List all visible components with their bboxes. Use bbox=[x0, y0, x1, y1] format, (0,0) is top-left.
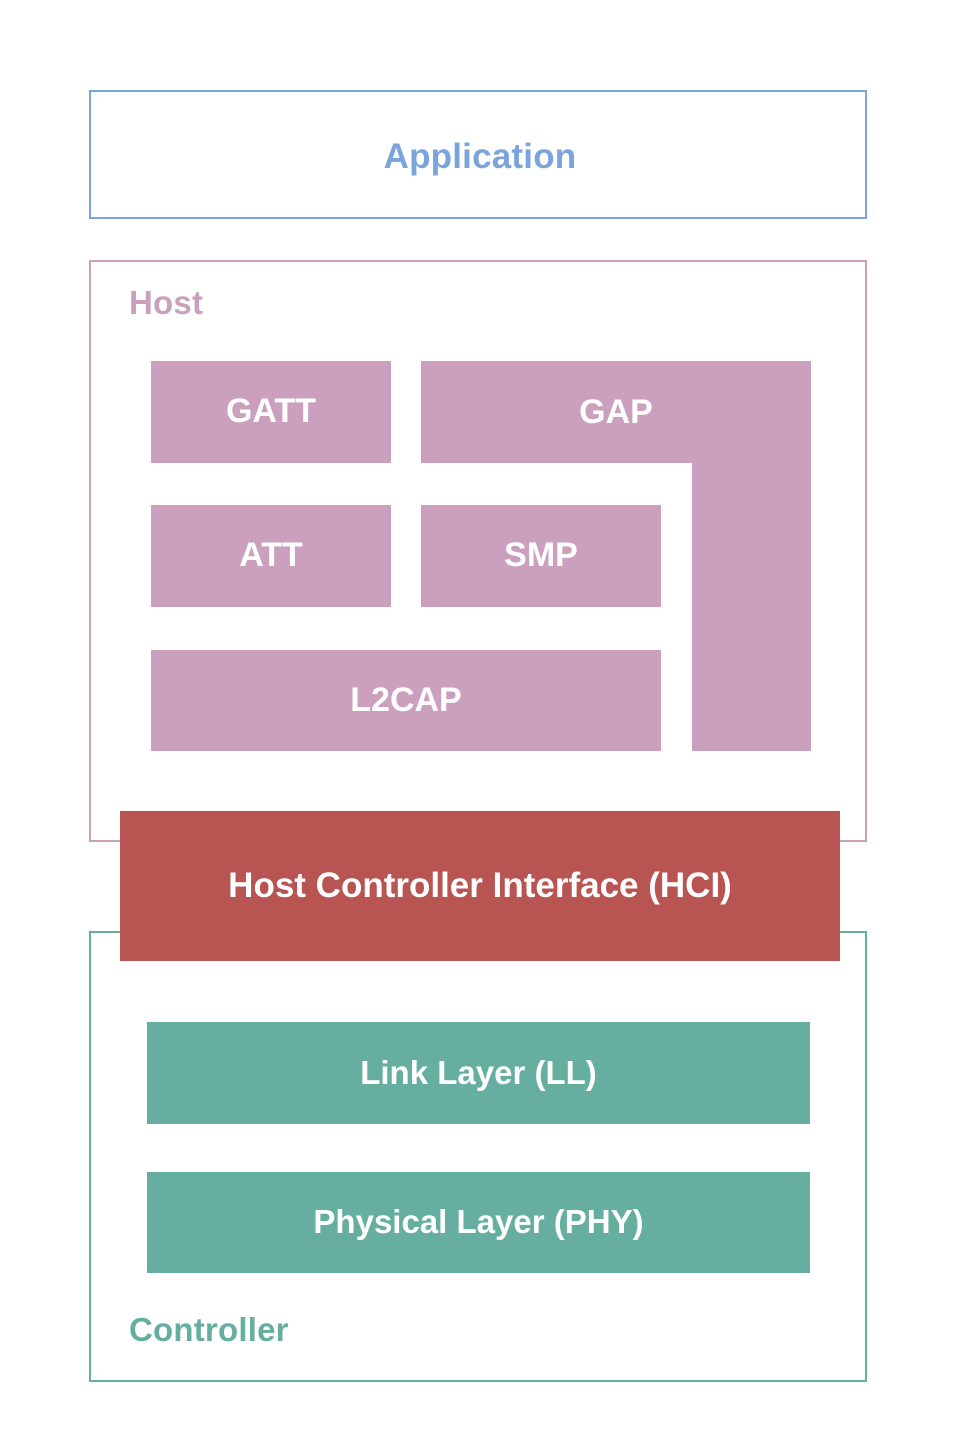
att-block[interactable]: ATT bbox=[151, 505, 391, 607]
gap-block[interactable] bbox=[421, 361, 811, 751]
application-panel[interactable]: Application bbox=[89, 90, 867, 219]
link-layer-block[interactable]: Link Layer (LL) bbox=[147, 1022, 810, 1124]
host-label: Host bbox=[129, 284, 204, 321]
smp-block[interactable]: SMP bbox=[421, 505, 661, 607]
gatt-block[interactable]: GATT bbox=[151, 361, 391, 463]
physical-layer-block[interactable]: Physical Layer (PHY) bbox=[147, 1172, 810, 1273]
hci-block[interactable]: Host Controller Interface (HCI) bbox=[120, 811, 840, 961]
physical-layer-block-label: Physical Layer (PHY) bbox=[313, 1203, 644, 1241]
gatt-block-label: GATT bbox=[225, 392, 316, 431]
l2cap-block-label: L2CAP bbox=[350, 680, 462, 719]
application-label: Application bbox=[383, 136, 577, 176]
controller-label: Controller bbox=[129, 1311, 289, 1348]
hci-block-label: Host Controller Interface (HCI) bbox=[228, 866, 732, 905]
smp-block-label: SMP bbox=[504, 536, 578, 575]
l2cap-block[interactable]: L2CAP bbox=[151, 650, 661, 751]
att-block-label: ATT bbox=[239, 536, 303, 575]
controller-panel[interactable]: Controller bbox=[89, 931, 867, 1382]
link-layer-block-label: Link Layer (LL) bbox=[360, 1053, 597, 1091]
